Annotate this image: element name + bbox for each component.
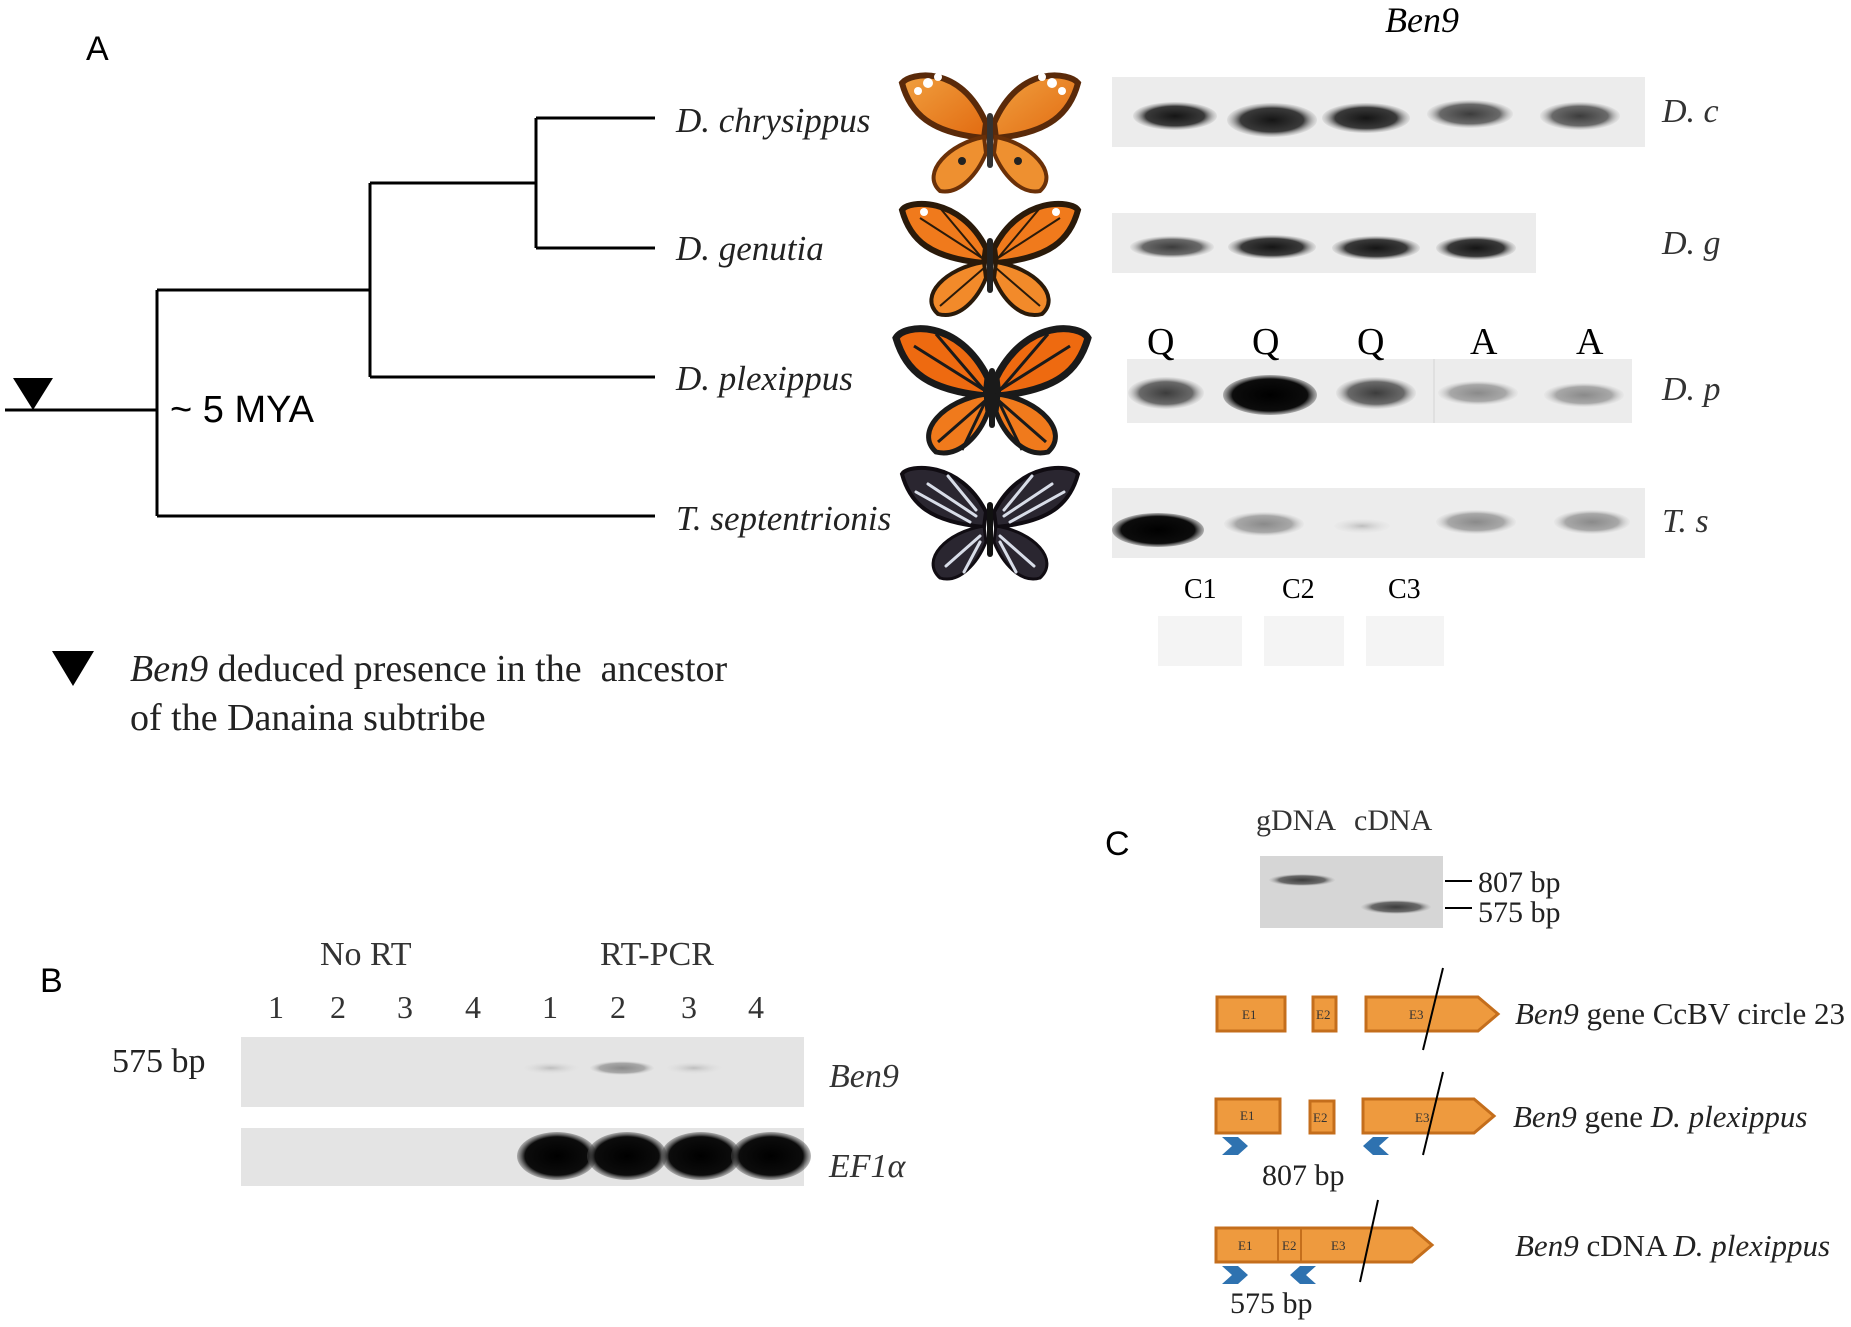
species-abbr-2: D. g — [1661, 225, 1721, 262]
caste-label-3: Q — [1357, 321, 1384, 363]
legend-line-2: of the Danaina subtribe — [130, 697, 486, 739]
gel-gdna-cdna — [1260, 856, 1443, 928]
panel-a-label: A — [86, 30, 109, 68]
amplicon-label-807: 807 bp — [1262, 1159, 1345, 1192]
control-gel-3 — [1366, 616, 1444, 666]
gene-structure-plexippus — [1214, 1071, 1497, 1156]
exon-label-e2-cdna: E2 — [1282, 1238, 1296, 1253]
amplicon-label-575: 575 bp — [1230, 1287, 1313, 1320]
marker-label-807: 807 bp — [1478, 866, 1561, 899]
exon-label-e1-ccbv: E1 — [1242, 1007, 1256, 1022]
lane-number-2: 2 — [330, 989, 346, 1025]
lane-number-8: 4 — [748, 989, 764, 1025]
ancestor-triangle-marker — [13, 378, 53, 410]
caste-label-4: A — [1470, 321, 1498, 363]
gene-label-ef1a: EF1α — [828, 1148, 907, 1185]
control-label-1: C1 — [1184, 574, 1217, 605]
size-label-575: 575 bp — [112, 1043, 206, 1080]
gene-row-1-desc: gene CcBV circle 23 — [1579, 996, 1845, 1031]
gene-row-1-gene: Ben9 — [1515, 996, 1579, 1031]
exon-e1-ccbv — [1215, 995, 1287, 1033]
cdna-transcript — [1214, 1226, 1435, 1264]
phylogenetic-tree — [5, 116, 655, 518]
gel-ben9-genutia — [1112, 213, 1536, 273]
species-abbr-1: D. c — [1661, 93, 1719, 130]
gene-structure-ccbv — [1215, 967, 1501, 1051]
exon-e3-plexippus — [1361, 1097, 1497, 1135]
legend-gene: Ben9 — [130, 648, 208, 690]
lane-number-4: 4 — [465, 989, 481, 1025]
exon-label-e3-ccbv: E3 — [1409, 1007, 1423, 1022]
exon-label-e1-plexippus: E1 — [1240, 1108, 1254, 1123]
gel-ben9-chrysippus — [1112, 77, 1645, 147]
legend-line-1: Ben9 deduced presence in the ancestor — [130, 648, 728, 690]
gene-row-label-2: Ben9 gene D. plexippus — [1513, 1099, 1807, 1134]
lane-number-1: 1 — [268, 989, 284, 1025]
control-label-2: C2 — [1282, 574, 1315, 605]
lane-number-3: 3 — [397, 989, 413, 1025]
primer-reverse-807 — [1363, 1137, 1389, 1155]
control-gel-2 — [1264, 616, 1344, 666]
lane-number-7: 3 — [681, 989, 697, 1025]
caste-label-1: Q — [1147, 321, 1174, 363]
primer-forward-807 — [1222, 1137, 1248, 1155]
caste-label-2: Q — [1252, 321, 1279, 363]
exon-e2-ccbv — [1311, 995, 1338, 1033]
exon-label-e1-cdna: E1 — [1238, 1238, 1252, 1253]
gene-row-3-desc: cDNA — [1579, 1228, 1674, 1263]
panel-c-label: C — [1105, 825, 1130, 863]
gene-row-3-species: D. plexippus — [1672, 1228, 1830, 1263]
primer-forward-575 — [1222, 1266, 1248, 1284]
species-name-3: D. plexippus — [675, 359, 853, 398]
species-name-2: D. genutia — [675, 229, 824, 268]
ben9-title: Ben9 — [1385, 0, 1459, 40]
lane-number-6: 2 — [610, 989, 626, 1025]
divergence-label: ~ 5 MYA — [170, 389, 315, 431]
species-abbr-3: D. p — [1661, 371, 1721, 408]
primer-reverse-575 — [1290, 1266, 1316, 1284]
gel-ef1a-rt — [241, 1128, 811, 1186]
lane-number-5: 1 — [542, 989, 558, 1025]
gene-label-ben9: Ben9 — [829, 1058, 899, 1095]
gene-row-2-gene: Ben9 — [1513, 1099, 1577, 1134]
marker-label-575: 575 bp — [1478, 896, 1561, 929]
butterfly-image-plexippus — [892, 325, 1092, 456]
gene-row-2-desc: gene — [1577, 1099, 1651, 1134]
species-abbr-4: T. s — [1662, 503, 1709, 540]
panel-b-label: B — [40, 962, 63, 1000]
gel-ben9-plexippus — [1127, 359, 1632, 423]
gene-row-label-3: Ben9 cDNA D. plexippus — [1515, 1228, 1830, 1263]
gene-row-2-species: D. plexippus — [1650, 1099, 1808, 1134]
gene-row-label-1: Ben9 gene CcBV circle 23 — [1515, 996, 1845, 1031]
legend-text-1: deduced presence in the ancestor — [208, 648, 727, 690]
gene-structure-cdna — [1214, 1199, 1435, 1283]
exon-label-e2-ccbv: E2 — [1316, 1007, 1330, 1022]
control-gel-1 — [1158, 616, 1242, 666]
species-name-1: D. chrysippus — [675, 101, 870, 140]
gel-ben9-rt — [241, 1037, 804, 1107]
group-label-no-rt: No RT — [320, 936, 412, 973]
butterfly-image-chrysippus — [898, 72, 1082, 194]
exon-e1-plexippus — [1214, 1097, 1282, 1135]
group-label-rt-pcr: RT-PCR — [600, 936, 714, 973]
exon-e2-plexippus — [1308, 1099, 1336, 1135]
exon-label-e3-plexippus: E3 — [1415, 1110, 1429, 1125]
species-name-4: T. septentrionis — [676, 499, 891, 538]
butterfly-image-septentrionis — [899, 465, 1081, 581]
gel-ben9-septentrionis — [1112, 488, 1645, 558]
butterfly-image-genutia — [898, 200, 1082, 317]
control-label-3: C3 — [1388, 574, 1421, 605]
legend-triangle-marker — [52, 651, 94, 686]
lane-label-cdna: cDNA — [1354, 804, 1433, 837]
exon-label-e3-cdna: E3 — [1331, 1238, 1345, 1253]
exon-label-e2-plexippus: E2 — [1313, 1110, 1327, 1125]
gene-row-3-gene: Ben9 — [1515, 1228, 1579, 1263]
lane-label-gdna: gDNA — [1256, 804, 1336, 837]
caste-label-5: A — [1576, 321, 1604, 363]
